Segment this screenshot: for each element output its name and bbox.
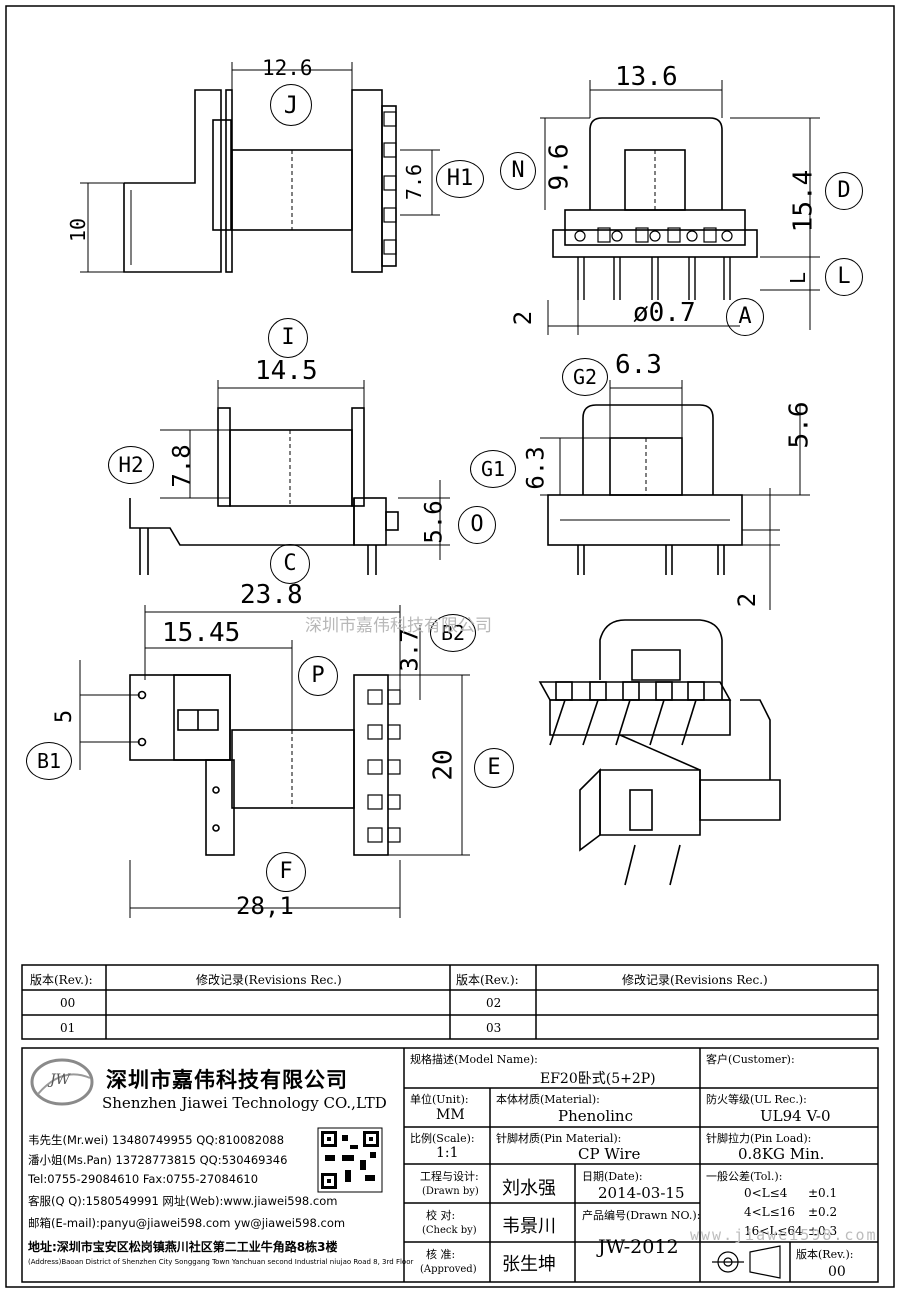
callout-G1: G1	[470, 450, 516, 488]
view-front-top-right	[552, 117, 758, 300]
company-name-cn: 深圳市嘉伟科技有限公司	[106, 1068, 348, 1092]
logo-text: JW	[50, 1072, 71, 1088]
contact-line-0: 韦先生(Mr.wei) 13480749955 QQ:810082088	[28, 1133, 285, 1147]
callout-B2: B2	[430, 614, 476, 652]
watermark-text: 深圳市嘉伟科技有限公司	[305, 616, 492, 636]
dim-pin-span: 7.6	[402, 163, 427, 201]
dim-g1-height: 6.3	[521, 446, 550, 490]
callout-C: C	[270, 544, 310, 584]
callout-N: N	[500, 152, 536, 190]
revision-table	[21, 964, 879, 1040]
watermark-url: www.jiawei598.com	[690, 1226, 878, 1244]
view-side-middle	[129, 407, 399, 575]
dims-view4	[540, 380, 810, 610]
callout-P: P	[298, 656, 338, 696]
dim-f-width: 28,1	[236, 892, 294, 920]
contact-line-5: 地址:深圳市宝安区松岗镇燕川社区第二工业牛角路8栋3楼	[28, 1240, 338, 1254]
contact-line-3: 客服(Q Q):1580549991 网址(Web):www.jiawei598…	[28, 1194, 338, 1208]
dim-l-label: L	[786, 271, 811, 285]
dim-b1-height: 5	[52, 709, 78, 724]
callout-J: J	[270, 84, 312, 126]
dims-view2	[540, 80, 820, 335]
callout-I: I	[268, 318, 308, 358]
sheet-frame	[5, 5, 895, 1288]
dim-d-height: 15.4	[788, 169, 819, 233]
dim-mid-width: 14.5	[255, 356, 318, 386]
dims-view1	[80, 62, 440, 273]
dim-o-height: 5.6	[419, 500, 448, 544]
dimension-labels: 12.6 10 7.6 13.6 9.6 15.4 L 2 ø0.7 14.5 …	[26, 56, 863, 920]
dim-right-pin: 2	[733, 592, 762, 608]
callout-H2: H2	[108, 446, 154, 484]
company-name-en: Shenzhen Jiawei Technology CO.,LTD	[102, 1094, 387, 1112]
contact-line-2: Tel:0755-29084610 Fax:0755-27084610	[28, 1172, 259, 1186]
callout-A: A	[726, 298, 764, 336]
dim-pin-length: 2	[509, 310, 538, 326]
dims-view5	[79, 605, 470, 918]
callout-B1: B1	[26, 742, 72, 780]
dim-left-height: 10	[66, 217, 91, 243]
dim-top-right-width: 13.6	[615, 62, 678, 92]
callout-L: L	[825, 258, 863, 296]
dim-n-height: 9.6	[544, 143, 575, 191]
dim-top-width: 12.6	[262, 56, 313, 80]
dim-right-height: 5.6	[784, 401, 815, 449]
callout-D: D	[825, 172, 863, 210]
callout-H1: H1	[436, 160, 484, 198]
dim-pin-diameter: ø0.7	[633, 298, 696, 328]
callout-E: E	[474, 748, 514, 788]
view-isometric	[538, 619, 781, 886]
contact-line-4: 邮箱(E-mail):panyu@jiawei598.com yw@jiawei…	[28, 1216, 346, 1230]
dim-overall-width: 23.8	[240, 580, 303, 610]
view-front-middle	[547, 404, 743, 575]
dim-p-width: 15.45	[162, 618, 241, 648]
view-bottom	[129, 674, 401, 856]
company-block: JW 深圳市嘉伟科技有限公司 Shenzhen Jiawei Technolog…	[22, 1052, 413, 1282]
title-block-frame	[21, 1047, 879, 1283]
callout-G2: G2	[562, 358, 608, 396]
dim-e-height: 20	[428, 749, 459, 781]
callout-F: F	[266, 852, 306, 892]
callout-O: O	[458, 506, 496, 544]
contact-line-1: 潘小姐(Ms.Pan) 13728773815 QQ:530469346	[28, 1153, 288, 1167]
projection-symbol-icon	[712, 1245, 781, 1279]
company-logo	[30, 1058, 383, 1193]
dim-h2-height: 7.8	[167, 444, 196, 488]
address-en: (Address)Baoan District of Shenzhen City…	[28, 1258, 414, 1266]
view-side-top-left	[123, 89, 397, 273]
dims-view3	[160, 380, 450, 560]
dim-g2-width: 6.3	[615, 350, 662, 380]
